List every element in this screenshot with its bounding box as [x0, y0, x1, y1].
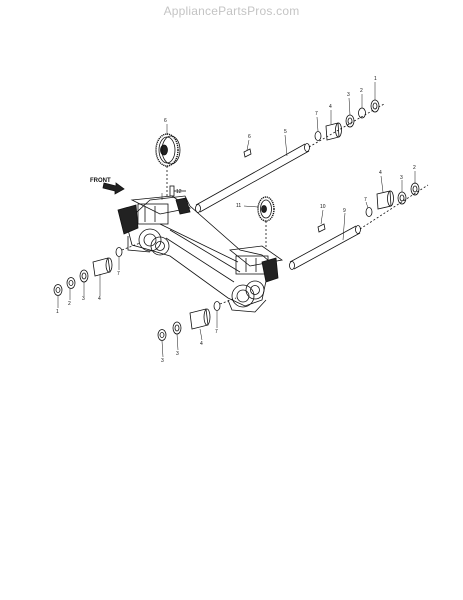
callout-3-left: 3: [82, 296, 85, 302]
gear-6: [155, 133, 181, 196]
watermark: AppliancePartsPros.com: [163, 4, 300, 18]
callout-2-left: 2: [68, 301, 71, 307]
lower-left-hardware: [53, 242, 141, 296]
leader-lines: [57, 82, 416, 358]
bottom-hardware: [157, 297, 237, 341]
gear-11: [257, 196, 275, 248]
callout-3-upper: 3: [347, 92, 350, 98]
key-10: [317, 223, 326, 233]
callout-9: 9: [343, 208, 346, 214]
callout-3-bottom-b: 3: [176, 351, 179, 357]
callout-3-lower-right: 3: [400, 175, 403, 181]
callout-labels: 1 2 3 4 7 5 6 6 12 11 10 9 7 4 3 2 1 2 3…: [56, 76, 416, 364]
callout-1-upper: 1: [374, 76, 377, 82]
front-label: FRONT: [90, 178, 111, 184]
lower-shaft: [289, 184, 429, 270]
callout-5: 5: [284, 129, 287, 135]
callout-7-upper: 7: [315, 111, 318, 117]
key-6: [243, 148, 252, 158]
callout-12: 12: [176, 189, 182, 195]
pin-12: [169, 185, 186, 197]
lower-right-hardware: [365, 182, 420, 217]
callout-7-lower-right: 7: [364, 197, 367, 203]
upper-shaft: [195, 103, 385, 213]
callout-6-gear: 6: [164, 118, 167, 124]
callout-10: 10: [320, 204, 326, 210]
callout-4-bottom: 4: [200, 341, 203, 347]
callout-7-left: 7: [117, 271, 120, 277]
front-arrow: [102, 182, 125, 195]
callout-4-lower-right: 4: [379, 170, 382, 176]
callout-2-upper: 2: [360, 88, 363, 94]
upper-right-hardware: [314, 99, 380, 141]
callout-2-lower-right: 2: [413, 165, 416, 171]
callout-7-bottom: 7: [215, 329, 218, 335]
callout-4-upper: 4: [329, 104, 332, 110]
callout-1-left: 1: [56, 309, 59, 315]
callout-6-key: 6: [248, 134, 251, 140]
callout-11: 11: [236, 203, 241, 209]
axle-housing: [117, 195, 284, 313]
callout-3-bottom-a: 3: [161, 358, 164, 364]
callout-4-left: 4: [98, 296, 101, 302]
